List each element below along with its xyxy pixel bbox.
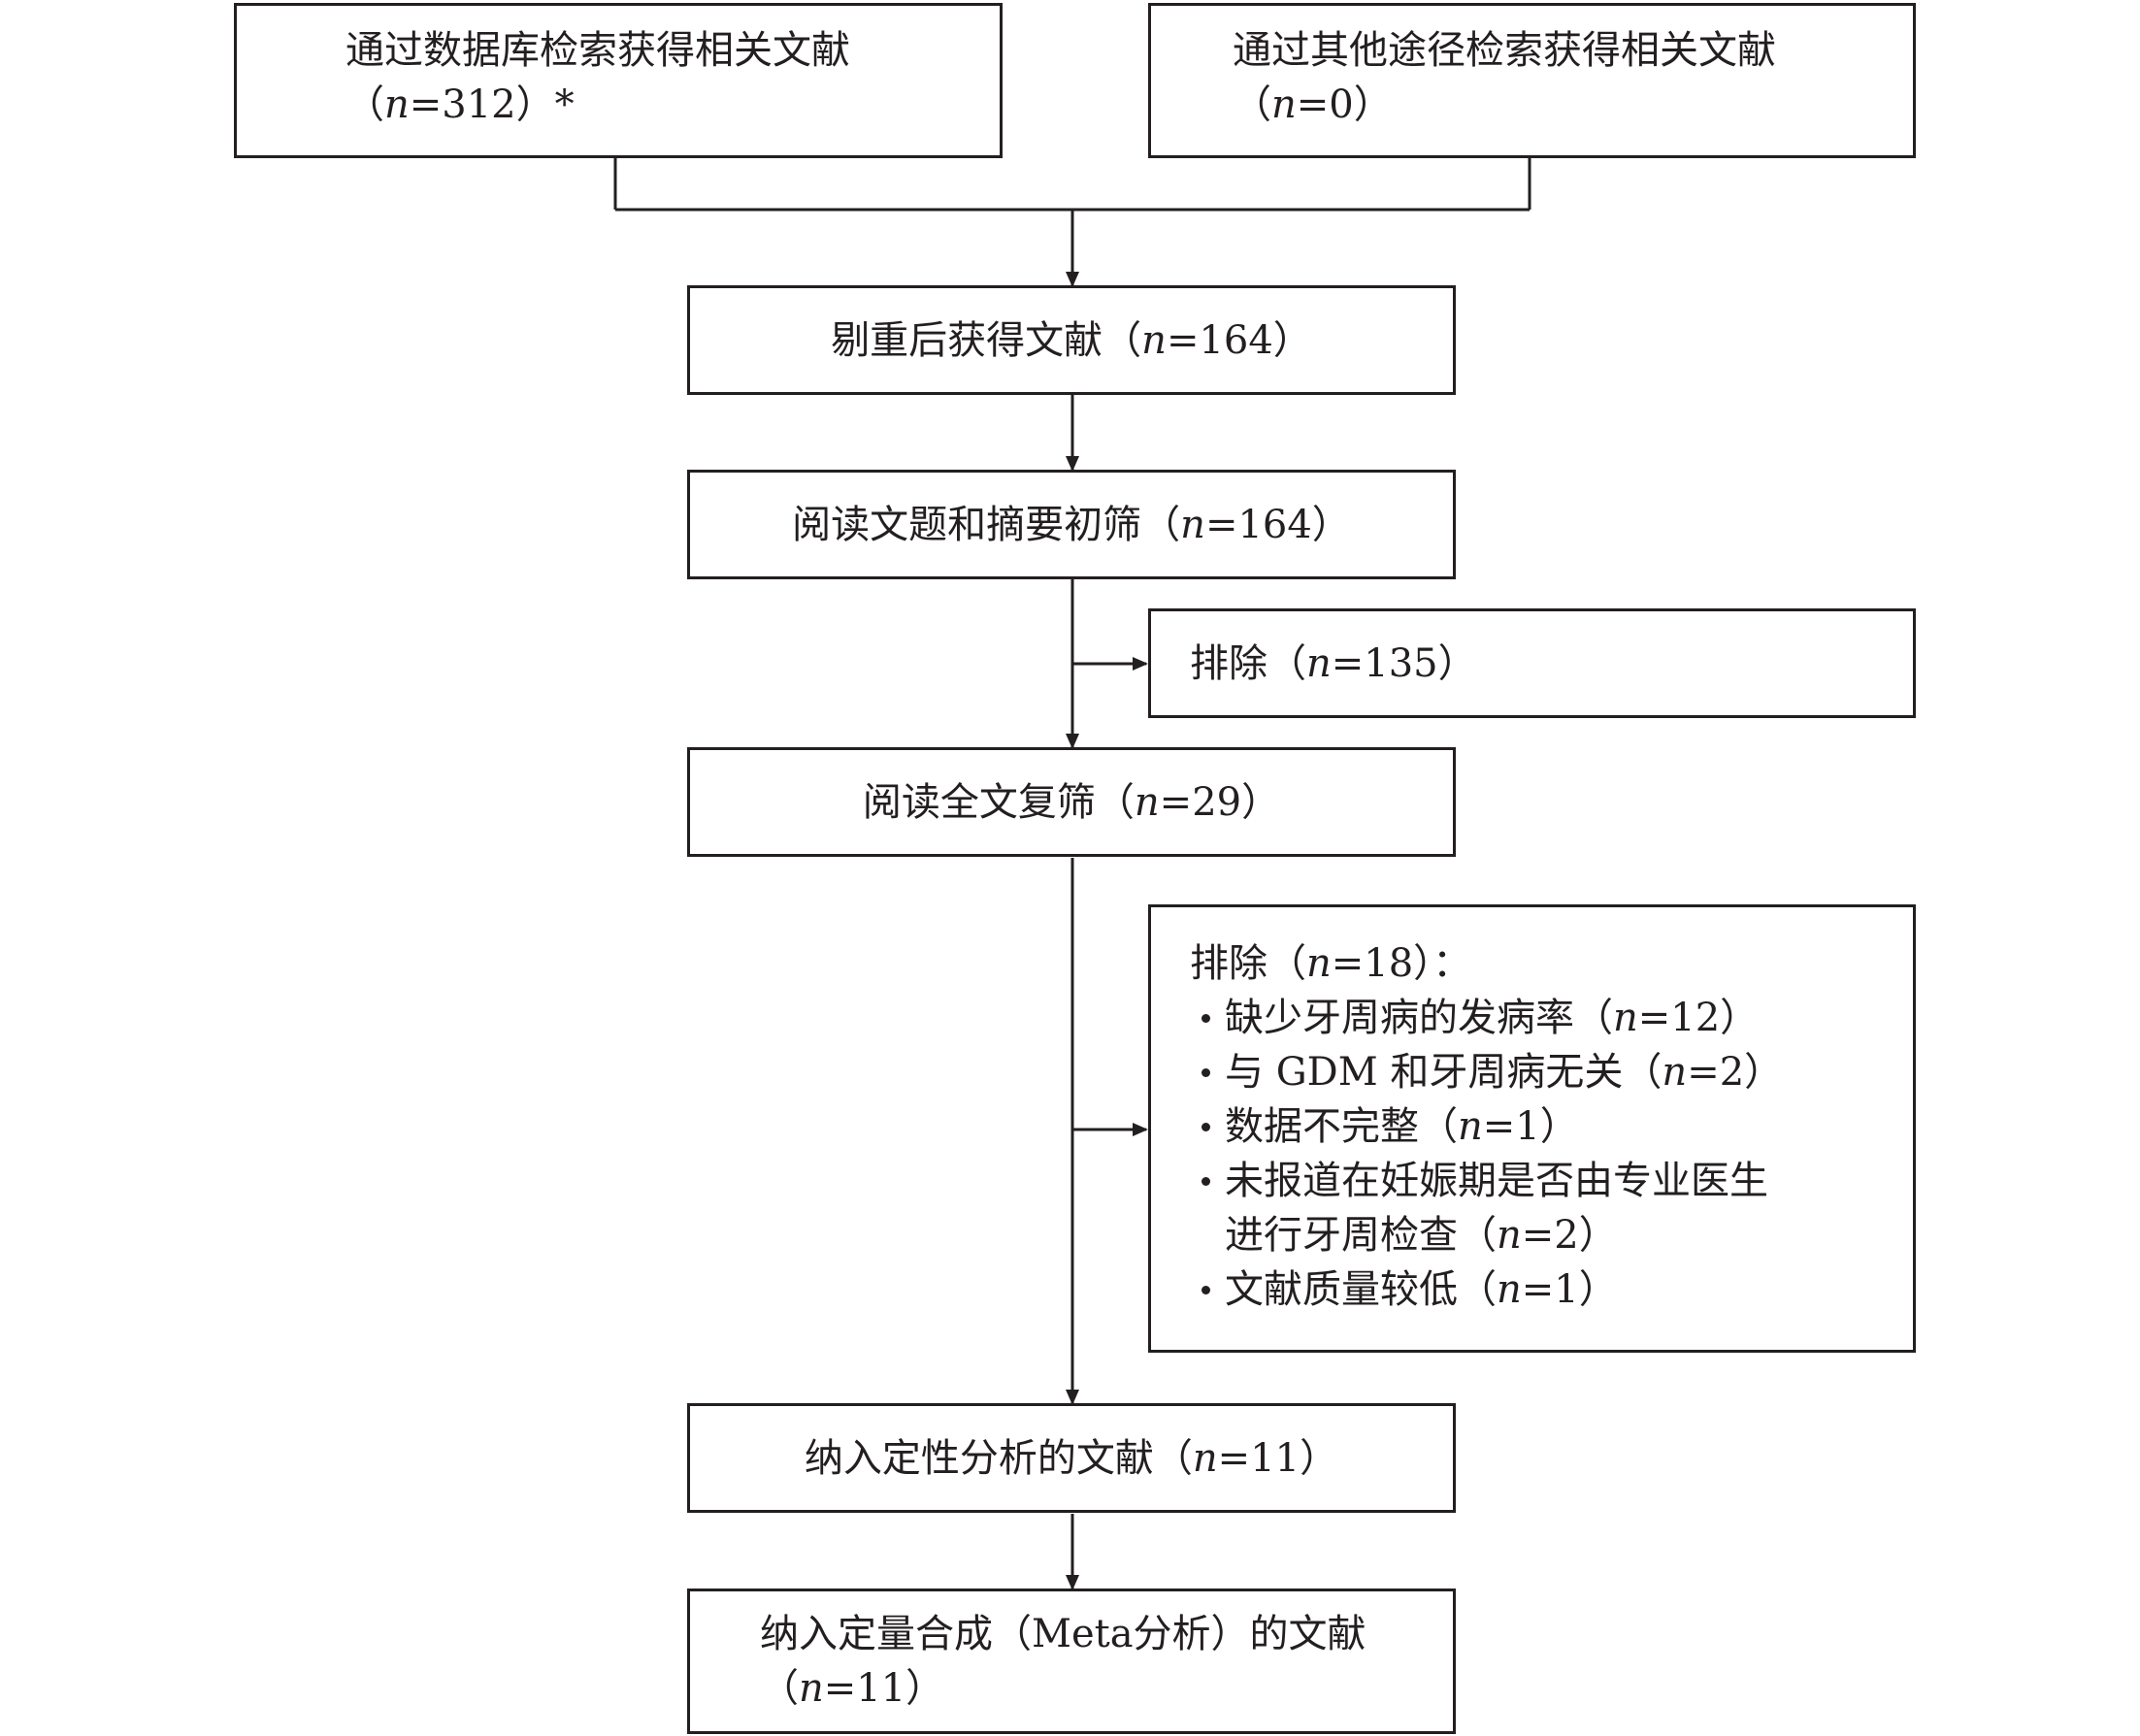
box-exclusion-1: 排除（n=135） (1148, 608, 1916, 718)
fulltext-label: 阅读全文复筛（n=29） (862, 779, 1281, 825)
exclusion-reason: 与 GDM 和牙周病无关（n=2） (1190, 1045, 1913, 1099)
title-abstract-label: 阅读文题和摘要初筛（n=164） (792, 502, 1351, 547)
box-title-abstract-screening: 阅读文题和摘要初筛（n=164） (687, 470, 1456, 579)
other-search-title: 通过其他途径检索获得相关文献 (1233, 28, 1776, 73)
exclusion-reason: 未报道在妊娠期是否由专业医生进行牙周检查（n=2） (1190, 1154, 1913, 1262)
box-quantitative-synthesis: 纳入定量合成（Meta分析）的文献 （n=11） (687, 1589, 1456, 1734)
exclusion-reason: 数据不完整（n=1） (1190, 1099, 1913, 1154)
qualitative-label: 纳入定性分析的文献（n=11） (804, 1435, 1339, 1481)
box-deduplicated: 剔重后获得文献（n=164） (687, 285, 1456, 395)
other-search-count: （n=0） (1233, 82, 1393, 127)
box-database-search: 通过数据库检索获得相关文献 （n=312）* (234, 3, 1003, 158)
box-qualitative-analysis: 纳入定性分析的文献（n=11） (687, 1403, 1456, 1513)
quantitative-title: 纳入定量合成（Meta分析）的文献 (760, 1612, 1366, 1656)
box-fulltext-screening: 阅读全文复筛（n=29） (687, 747, 1456, 857)
db-search-title: 通过数据库检索获得相关文献 (346, 28, 850, 73)
quantitative-count: （n=11） (760, 1666, 945, 1711)
exclusion-2-header: 排除（n=18）： (1190, 941, 1472, 986)
exclusion-1-label: 排除（n=135） (1190, 641, 1477, 686)
db-search-count: （n=312）* (346, 82, 575, 127)
dedup-label: 剔重后获得文献（n=164） (831, 317, 1312, 363)
exclusion-reason: 缺少牙周病的发病率（n=12） (1190, 991, 1913, 1045)
box-other-search: 通过其他途径检索获得相关文献 （n=0） (1148, 3, 1916, 158)
exclusion-reason: 文献质量较低（n=1） (1190, 1262, 1913, 1317)
exclusion-reasons-list: 缺少牙周病的发病率（n=12） 与 GDM 和牙周病无关（n=2） 数据不完整（… (1190, 991, 1913, 1317)
box-exclusion-2: 排除（n=18）： 缺少牙周病的发病率（n=12） 与 GDM 和牙周病无关（n… (1148, 904, 1916, 1353)
